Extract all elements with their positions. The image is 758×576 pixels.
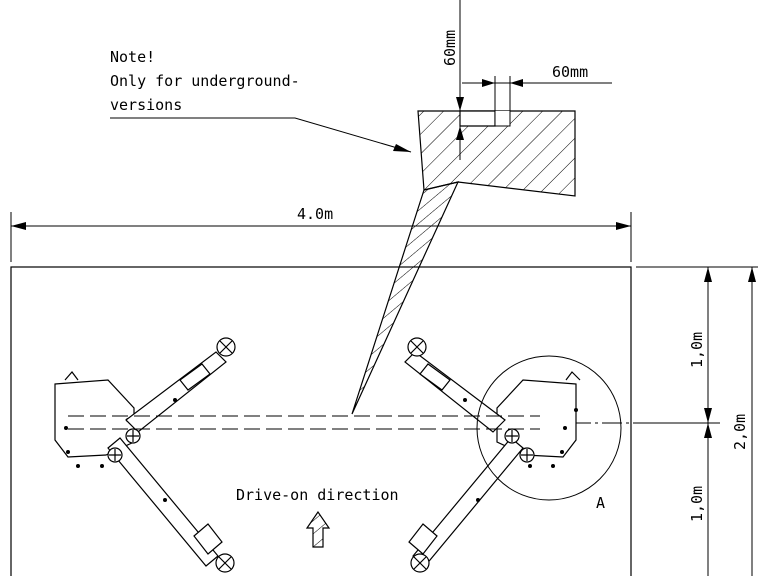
note-line-2: Only for underground- xyxy=(110,72,300,90)
width-arrow-left-icon xyxy=(482,79,495,87)
right-upper-arm xyxy=(404,351,506,433)
half-width-arrow-top-icon xyxy=(704,267,712,282)
width-arrow-right-icon xyxy=(510,79,523,87)
length-dim-label: 4.0m xyxy=(297,205,333,223)
note-title: Note! xyxy=(110,48,155,66)
detail-label: A xyxy=(596,494,605,512)
length-arrow-left-icon xyxy=(11,222,26,230)
half-width-upper-label: 1,0m xyxy=(688,332,706,368)
note-block: Note! Only for underground- versions xyxy=(110,48,412,153)
hatched-up-arrow-icon xyxy=(305,510,331,548)
half-width-arrow-mid-up-icon xyxy=(704,408,712,423)
foundation-section-detail: 60mm 60mm xyxy=(351,0,612,415)
detail-marker-a: A xyxy=(476,355,622,512)
right-lower-arm xyxy=(412,437,524,567)
depth-arrow-bottom-icon xyxy=(456,126,464,140)
note-leader-arrow-icon xyxy=(393,144,411,152)
note-leader-line xyxy=(110,117,412,153)
anchor-groove xyxy=(494,111,511,127)
foundation-strip xyxy=(67,415,700,430)
drive-on-direction: Drive-on direction xyxy=(236,486,399,548)
foundation-recess xyxy=(459,110,496,127)
depth-arrow-top-icon xyxy=(456,97,464,111)
width-dimensions: 1,0m 1,0m 2,0m xyxy=(636,266,758,576)
drive-direction-label: Drive-on direction xyxy=(236,486,399,504)
right-base-tab xyxy=(565,371,581,381)
depth-dim-label: 60mm xyxy=(441,30,459,66)
right-lift-post xyxy=(404,337,581,573)
half-width-lower-label: 1,0m xyxy=(688,486,706,522)
left-base-tab xyxy=(64,371,79,381)
left-upper-arm xyxy=(125,351,227,433)
note-line-3: versions xyxy=(110,96,182,114)
length-arrow-right-icon xyxy=(616,222,631,230)
overall-width-label: 2,0m xyxy=(731,414,749,450)
overall-width-arrow-top-icon xyxy=(748,267,756,282)
detail-circle xyxy=(476,355,622,501)
bay-outline xyxy=(10,266,632,576)
width-dim-label: 60mm xyxy=(552,63,588,81)
half-width-arrow-mid-down-icon xyxy=(704,423,712,438)
foundation-taper xyxy=(351,181,460,415)
foundation-block xyxy=(417,110,576,197)
length-dimension: 4.0m xyxy=(10,205,632,262)
left-lift-post xyxy=(54,337,236,573)
left-lower-arm xyxy=(107,437,219,567)
